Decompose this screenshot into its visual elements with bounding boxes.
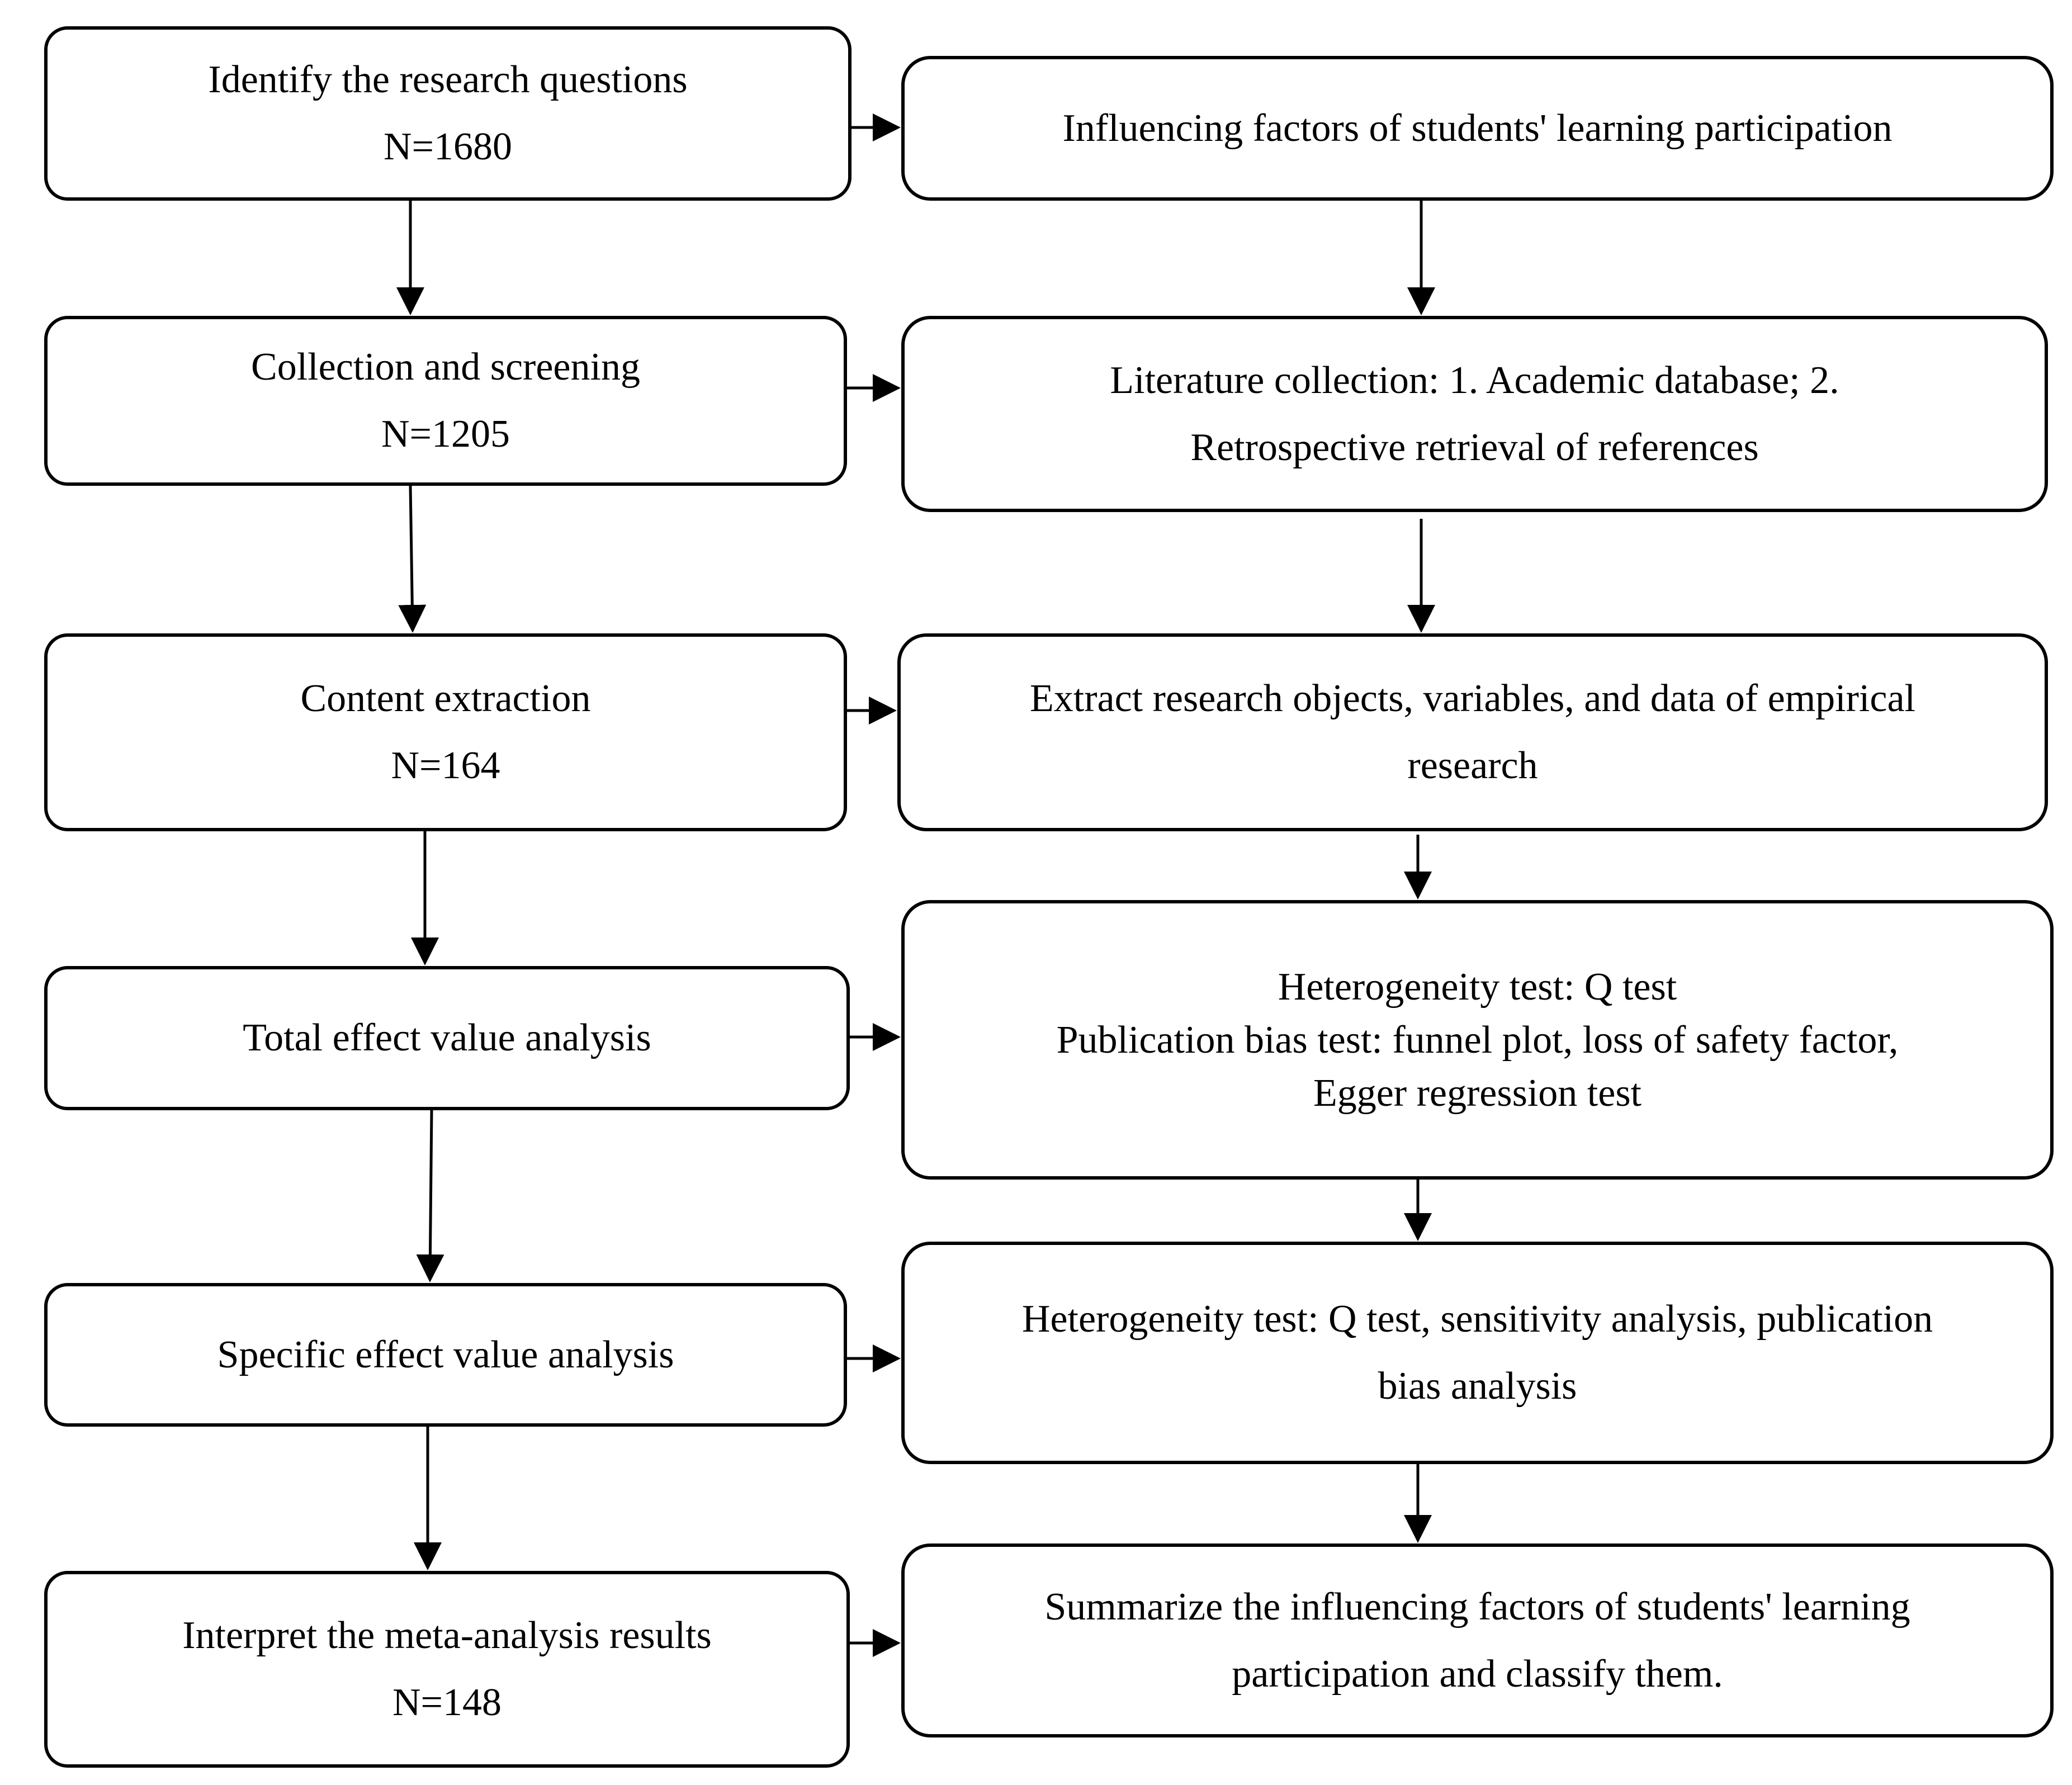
node-text-line: research [1407,744,1538,787]
node-text-line: Publication bias test: funnel plot, loss… [1056,1018,1899,1062]
node-text-line: Extract research objects, variables, and… [1030,677,1915,720]
step-identify-research-questions: Identify the research questions N=1680 [44,26,851,201]
node-text-line: Literature collection: 1. Academic datab… [1110,358,1839,402]
detail-summarize-factors: Summarize the influencing factors of stu… [901,1543,2054,1737]
detail-influencing-factors: Influencing factors of students' learnin… [901,56,2054,201]
node-text-line: Heterogeneity test: Q test, sensitivity … [1021,1298,1933,1341]
node-count: N=164 [391,744,500,787]
node-text-line: Heterogeneity test: Q test [1278,965,1677,1008]
node-text-line: bias analysis [1378,1365,1577,1408]
node-text-line: Content extraction [300,677,591,720]
step-specific-effect-value-analysis: Specific effect value analysis [44,1283,847,1427]
detail-heterogeneity-sensitivity: Heterogeneity test: Q test, sensitivity … [901,1242,2054,1464]
node-count: N=1205 [381,413,510,456]
node-text-line: Identify the research questions [208,58,688,101]
node-text-line: Collection and screening [251,345,640,389]
detail-extract-research-objects: Extract research objects, variables, and… [897,633,2048,831]
step-collection-and-screening: Collection and screening N=1205 [44,316,847,486]
node-text-line: Interpret the meta-analysis results [182,1614,712,1657]
node-text-line: Total effect value analysis [243,1016,651,1059]
node-text-line: Specific effect value analysis [217,1333,674,1376]
arrow-l4-l5 [416,1110,444,1282]
node-text-line: Influencing factors of students' learnin… [1062,106,1893,150]
step-content-extraction: Content extraction N=164 [44,633,847,831]
node-count: N=1680 [383,125,513,168]
node-count: N=148 [392,1681,502,1724]
node-text-line: Egger regression test [1313,1071,1642,1115]
detail-heterogeneity-and-bias-tests: Heterogeneity test: Q test Publication b… [901,900,2054,1180]
detail-literature-collection: Literature collection: 1. Academic datab… [901,316,2048,512]
node-text-line: participation and classify them. [1232,1652,1723,1696]
step-interpret-results: Interpret the meta-analysis results N=14… [44,1571,850,1768]
node-text-line: Summarize the influencing factors of stu… [1044,1585,1910,1628]
arrow-l2-l3 [398,485,427,633]
node-text-line: Retrospective retrieval of references [1190,425,1759,469]
step-total-effect-value-analysis: Total effect value analysis [44,966,850,1110]
